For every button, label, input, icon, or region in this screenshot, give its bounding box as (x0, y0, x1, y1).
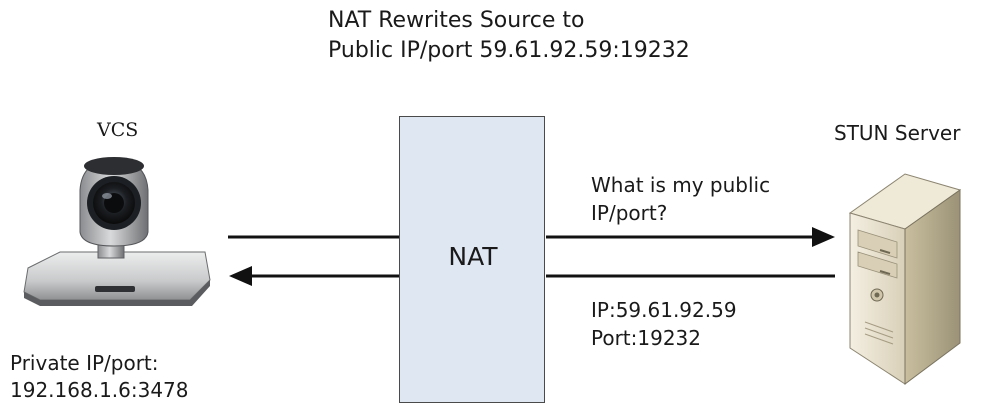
stun-server-label: STUN Server (834, 121, 961, 145)
response-line-2: Port:19232 (591, 326, 702, 350)
request-line-1: What is my public (591, 173, 771, 197)
private-ip-line-2: 192.168.1.6:3478 (10, 378, 189, 402)
nat-box: NAT (399, 116, 545, 403)
outbound-arrow-right (546, 227, 835, 247)
vcs-label: VCS (97, 119, 139, 141)
request-line-2: IP/port? (591, 201, 668, 225)
response-line-1: IP:59.61.92.59 (591, 298, 737, 322)
private-ip-line-1: Private IP/port: (10, 351, 159, 375)
header-line-2: Public IP/port 59.61.92.59:19232 (328, 38, 690, 63)
return-arrow-left (229, 266, 399, 286)
nat-label: NAT (448, 242, 498, 271)
header-line-1: NAT Rewrites Source to (328, 8, 585, 33)
vcs-camera-icon (23, 157, 211, 306)
stun-server-icon (848, 173, 962, 385)
